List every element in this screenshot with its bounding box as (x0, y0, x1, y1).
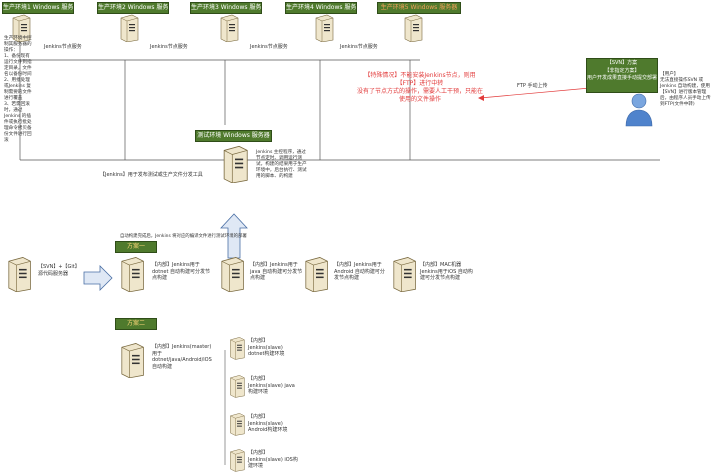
plan2-slave-ios: 【内部】Jenkins(slave) iOS构建环境 (248, 450, 298, 469)
plan1-dotnet-text: 【内部】Jenkins用于dotnet 自动构建可分发节点构建 (152, 262, 210, 281)
mac-server-icon (393, 257, 416, 292)
user-panel-title: 【SVN】方案 【非指定方案】 用户开发成果直接手动提交部署 (586, 58, 658, 93)
slave-server-icon (230, 375, 245, 398)
test-server-icon (223, 145, 248, 183)
android-server-icon (305, 257, 328, 292)
prod-env-1-label: 生产环境1 Windows 服务器 (2, 2, 74, 14)
plan-1-label: 方案一 (115, 241, 157, 253)
plan1-source-text: 【SVN】+【Git】源代码服务器 (38, 264, 78, 277)
source-server-icon (8, 257, 31, 292)
left-notes: 生产环境中控制其服务器的操作： 1、备份现有运行文件到指定目录，文件名以备份时间… (4, 36, 32, 143)
server-icon (315, 14, 334, 42)
plan2-slave-java: 【内部】Jenkins(slave) java构建环境 (248, 376, 295, 395)
plan2-slave-dotnet: 【内部】Jenkins(slave) dotnet构建环境 (248, 338, 285, 357)
slave-server-icon (230, 449, 245, 472)
prod-env-5-label: 生产环境5 Windows 服务器 (377, 2, 461, 14)
slave-server-icon (230, 337, 245, 360)
jenkins-node-label-1: Jenkins节点服务 (44, 44, 82, 50)
distribution-note: 【Jenkins】用于发布测试或生产文件分发工具 (100, 172, 203, 178)
test-server-note: Jenkins 主控程序，通过节点定时、调用运行测试，构建的结果用于生产环境中，… (256, 150, 307, 179)
server-icon (404, 14, 423, 42)
auto-build-note: 自动构建完成后，Jenkins 将对应的编译文件进行测试环境的部署 (120, 234, 247, 239)
plan1-ios-text: 【内部】MAC机器Jenkins用于iOS 自动构建可分发节点构建 (420, 262, 473, 281)
user-note: 【用户】 无法直接操作SVN 或 Jenkins 自动构建，使用【SVN】进行版… (660, 72, 711, 107)
special-case-note: 【特殊情况】不能安装Jenkins节点，则用【FTP】进行中转 没有了节点方式的… (356, 72, 483, 103)
dotnet-server-icon (121, 257, 144, 292)
user-icon (625, 93, 653, 127)
master-server-icon (121, 343, 144, 378)
jenkins-node-label-2: Jenkins节点服务 (150, 44, 188, 50)
jenkins-node-label-4: Jenkins节点服务 (340, 44, 378, 50)
plan-2-label: 方案二 (115, 318, 157, 330)
prod-env-3-label: 生产环境3 Windows 服务器 (190, 2, 262, 14)
plan2-master-text: 【内部】Jenkins(master) 用于dotnet/java/Androi… (152, 344, 212, 370)
jenkins-node-label-3: Jenkins节点服务 (250, 44, 288, 50)
prod-env-4-label: 生产环境4 Windows 服务器 (285, 2, 357, 14)
server-icon (220, 14, 239, 42)
server-icon (12, 14, 31, 42)
ftp-upload-label: FTP 手动上传 (517, 83, 548, 89)
prod-env-2-label: 生产环境2 Windows 服务器 (97, 2, 169, 14)
test-env-label: 测试环境 Windows 服务器 (195, 130, 272, 142)
slave-server-icon (230, 413, 245, 436)
plan2-slave-android: 【内部】Jenkins(slave) Android构建环境 (248, 414, 288, 433)
plan1-java-text: 【内部】Jenkins用于java 自动构建可分发节点构建 (250, 262, 303, 281)
java-server-icon (221, 257, 244, 292)
plan1-android-text: 【内部】Jenkins用于Android 自动构建可分发节点构建 (334, 262, 385, 281)
server-icon (120, 14, 139, 42)
